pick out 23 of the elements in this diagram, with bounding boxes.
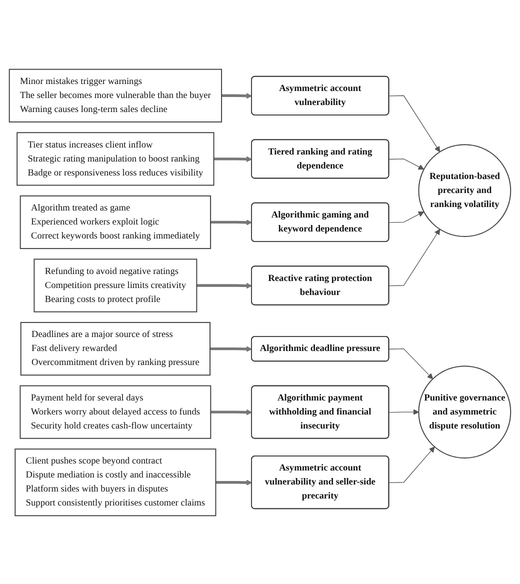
- node-circle: Punitive governance and asymmetric dispute resolution: [418, 365, 512, 458]
- arrow: [196, 282, 252, 288]
- arrow: [388, 446, 435, 483]
- node-circle: Reputation-based precarity and ranking volatility: [418, 144, 512, 237]
- arrow: [210, 346, 252, 352]
- node-box: Minor mistakes trigger warnings The seller becomes more vulnerable than the buyer Warning causes long-term sales decline: [8, 68, 222, 122]
- arrow: [388, 348, 434, 379]
- node-box: Payment held for several days Workers worry about delayed access to funds Security hold creates cash-flow uncertainty: [20, 384, 212, 438]
- node-box: Deadlines are a major source of stress Fast delivery rewarded Overcommitment driven by ranking pressure: [20, 321, 211, 376]
- arrow: [388, 228, 440, 286]
- arrow: [214, 156, 252, 162]
- arrow: [388, 158, 424, 170]
- arrow: [388, 408, 419, 414]
- arrow: [210, 219, 252, 225]
- arrow: [222, 92, 252, 98]
- node-box: Tier status increases client inflow Strategic rating manipulation to boost ranking Badge or responsiveness loss reduces visibility: [16, 132, 214, 186]
- arrow: [388, 94, 440, 152]
- arrow: [216, 479, 252, 485]
- node-box: Client pushes scope beyond contract Dispute mediation is costly and inaccessible Platform sides with buyers in disputes Support consistently prioritises customer claims: [14, 448, 216, 516]
- node-box: Algorithm treated as game Experienced workers exploit logic Correct keywords boost ranking immediately: [20, 194, 212, 249]
- arrow: [210, 408, 252, 415]
- arrow: [388, 210, 424, 222]
- node-box: Refunding to avoid negative ratings Competition pressure limits creativity Bearing costs to protect profile: [34, 258, 198, 312]
